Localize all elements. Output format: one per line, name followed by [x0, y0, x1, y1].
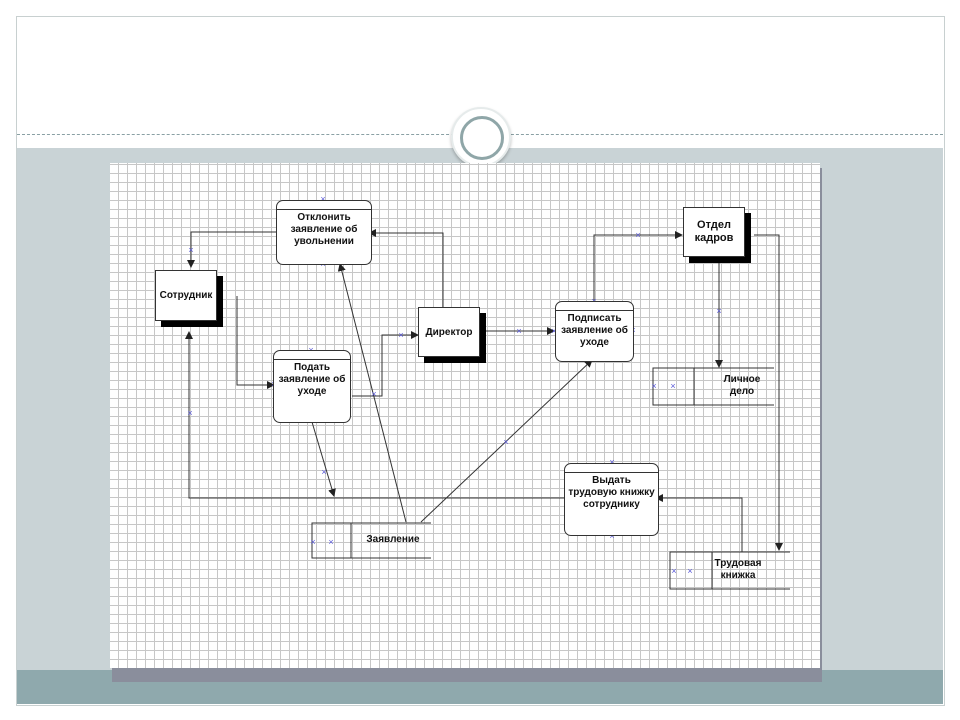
flow-submit-to-application — [311, 421, 336, 497]
connector-mark: × — [321, 467, 326, 477]
connector-mark: × — [716, 306, 721, 316]
process-sign-label: Подписать заявление об уходе — [561, 313, 628, 348]
dfd-diagram-canvas: × × × × × × × × × × × × × × × × × × × × … — [110, 163, 820, 668]
flow-application-to-reject — [337, 263, 407, 523]
process-submit-label: Подать заявление об уходе — [278, 362, 346, 397]
process-submit-application[interactable]: Подать заявление об уходе — [273, 350, 351, 423]
store-workbook-shape — [669, 551, 790, 590]
entity-director[interactable]: Директор — [418, 307, 480, 357]
flow-sign-to-hr — [593, 231, 683, 301]
store-application-shape — [311, 522, 431, 559]
process-issue-workbook[interactable]: Выдать трудовую книжку сотруднику — [564, 463, 659, 536]
connector-mark: × — [320, 194, 325, 204]
flow-lines: × × × × × × × × × × × × × × × × × × × × … — [185, 194, 790, 590]
connector-mark: × — [687, 566, 692, 576]
flow-application-to-sign — [420, 359, 593, 523]
connector-mark: × — [609, 457, 614, 467]
entity-employee-label: Сотрудник — [159, 290, 213, 301]
entity-director-label: Директор — [425, 326, 473, 338]
flow-issue-to-employee — [185, 331, 565, 499]
process-header — [277, 201, 371, 210]
store-workbook-label: Трудовая книжка — [714, 558, 762, 581]
store-personal-file-label: Личное дело — [723, 374, 761, 397]
flow-hr-to-workbook — [754, 234, 783, 551]
connector-mark: × — [310, 537, 315, 547]
process-issue-label: Выдать трудовую книжку сотруднику — [568, 475, 655, 510]
flow-reject-to-employee — [187, 231, 276, 268]
entity-employee[interactable]: Сотрудник — [155, 270, 217, 321]
connector-mark: × — [516, 326, 521, 336]
connector-mark: × — [670, 381, 675, 391]
connector-mark: × — [635, 230, 640, 240]
flow-employee-to-submit — [236, 296, 275, 389]
connector-mark: × — [671, 566, 676, 576]
flow-submit-to-director — [352, 331, 419, 397]
connector-mark: × — [328, 537, 333, 547]
entity-hr-department[interactable]: Отдел кадров — [683, 207, 745, 257]
connector-mark: × — [188, 245, 193, 255]
process-reject-label: Отклонить заявление об увольнении — [290, 212, 358, 247]
store-application-label: Заявление — [366, 534, 420, 545]
connector-mark: × — [503, 437, 508, 447]
circle-ornament-icon — [451, 107, 511, 167]
process-header — [556, 302, 633, 311]
process-header — [565, 464, 658, 473]
process-sign-application[interactable]: Подписать заявление об уходе — [555, 301, 634, 362]
connector-mark: × — [551, 326, 556, 336]
flow-director-to-reject — [368, 229, 444, 307]
connector-mark: × — [398, 330, 403, 340]
connector-mark: × — [651, 381, 656, 391]
store-personal-file-shape — [652, 367, 774, 406]
connector-mark: × — [371, 389, 376, 399]
connector-mark: × — [187, 408, 192, 418]
process-reject-application[interactable]: Отклонить заявление об увольнении — [276, 200, 372, 265]
connector-mark: × — [609, 531, 614, 541]
flow-workbook-to-issue — [655, 494, 743, 552]
process-header — [274, 351, 350, 360]
entity-hr-label: Отдел кадров — [694, 219, 734, 244]
